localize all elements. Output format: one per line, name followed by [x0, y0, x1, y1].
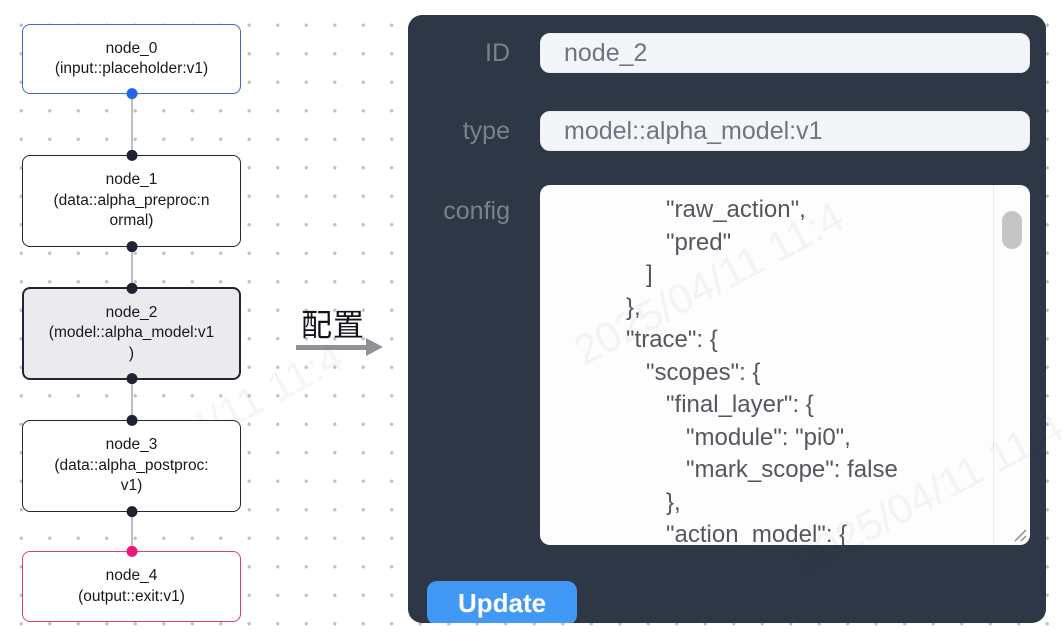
scrollbar-thumb[interactable]: [1002, 211, 1022, 249]
node-label-line: (output::exit:v1): [78, 587, 185, 605]
id-input[interactable]: [540, 33, 1030, 73]
bottom-port-handle[interactable]: [126, 506, 137, 518]
node-label-line: (data::alpha_postproc:: [54, 456, 209, 474]
node-label-line: ): [128, 344, 135, 362]
scrollbar-track: [993, 185, 994, 545]
config-json-text: "raw_action", "pred" ] }, "trace": { "sc…: [626, 196, 898, 545]
flow-node-node_0[interactable]: node_0(input::placeholder:v1): [22, 24, 241, 100]
bottom-port-handle[interactable]: [126, 88, 137, 100]
flow-canvas[interactable]: node_0(input::placeholder:v1)node_1(data…: [0, 0, 408, 643]
top-port-handle[interactable]: [126, 149, 137, 161]
edge-node2-node3: [131, 380, 133, 420]
resize-handle-icon[interactable]: [1011, 526, 1027, 542]
update-button[interactable]: Update: [427, 581, 577, 623]
top-port-handle[interactable]: [126, 545, 137, 557]
node-label-line: v1): [120, 477, 143, 495]
edge-node1-node2: [131, 247, 133, 288]
edge-node0-node1: [131, 94, 133, 155]
node-label-line: node_4: [105, 567, 158, 584]
node-label-line: node_1: [105, 171, 158, 189]
flow-node-node_2[interactable]: node_2(model::alpha_model:v1): [22, 282, 241, 385]
bottom-port-handle[interactable]: [126, 241, 137, 253]
node-label-line: (model::alpha_model:v1: [48, 324, 215, 342]
node-label-line: node_0: [105, 39, 158, 57]
node-label-line: node_3: [105, 436, 158, 454]
top-port-handle[interactable]: [126, 414, 137, 426]
flow-node-node_4[interactable]: node_4(output::exit:v1): [22, 545, 241, 622]
type-input[interactable]: [540, 111, 1030, 151]
node-label-line: (input::placeholder:v1): [54, 60, 209, 77]
config-editor[interactable]: "raw_action", "pred" ] }, "trace": { "sc…: [540, 185, 1030, 545]
type-field-label: type: [462, 117, 510, 145]
top-port-handle[interactable]: [126, 282, 137, 294]
config-arrow-icon: [296, 338, 383, 356]
node-label-line: node_2: [105, 303, 158, 321]
bottom-port-handle[interactable]: [126, 373, 137, 385]
config-annotation-label: 配置: [301, 308, 365, 343]
config-panel: ID type config "raw_action", "pred" ] },…: [408, 15, 1046, 623]
id-field-label: ID: [485, 39, 510, 67]
node-label-line: ormal): [109, 212, 154, 230]
node-label-line: (data::alpha_preproc:n: [53, 191, 210, 209]
flow-node-node_3[interactable]: node_3(data::alpha_postproc:v1): [22, 414, 241, 518]
edge-node3-node4: [131, 512, 133, 551]
config-field-label: config: [443, 197, 510, 225]
